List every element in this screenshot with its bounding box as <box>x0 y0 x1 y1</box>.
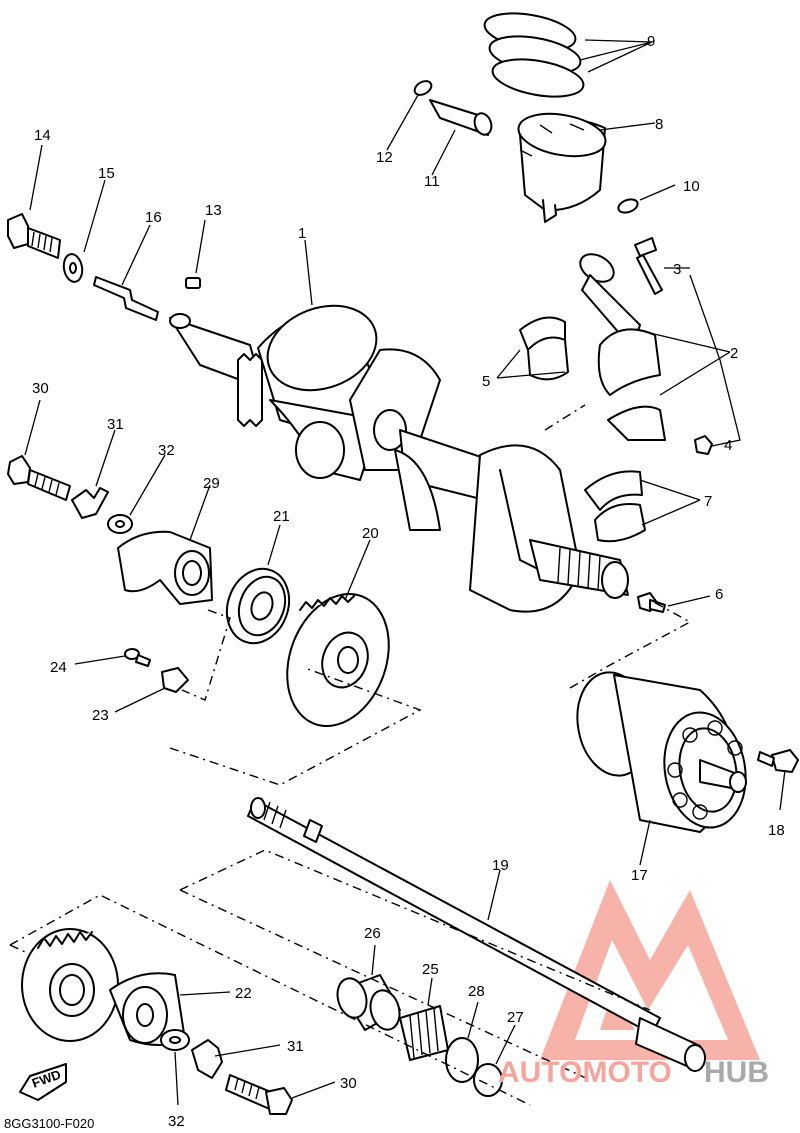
callout-14: 14 <box>34 127 51 144</box>
needle-bearing-25 <box>399 1005 449 1061</box>
callout-8: 8 <box>655 116 663 133</box>
lock-plate-23 <box>161 667 189 693</box>
balancer-gear-20 <box>286 593 390 727</box>
callout-2: 2 <box>730 345 738 362</box>
piston-pin-clip-12 <box>413 80 433 96</box>
callout-30b: 30 <box>340 1075 357 1092</box>
callout-16: 16 <box>145 209 162 226</box>
watermark-brand-b: HUB <box>704 1056 769 1089</box>
callout-17: 17 <box>631 867 648 884</box>
diagram-code: 8GG3100-F020 <box>4 1116 94 1131</box>
main-bearings-7 <box>584 470 646 543</box>
bolt-6 <box>637 592 666 613</box>
callout-21: 21 <box>273 508 290 525</box>
washer-15 <box>62 253 84 283</box>
callout-7: 7 <box>704 493 712 510</box>
callout-32b: 32 <box>168 1113 185 1130</box>
callout-26: 26 <box>364 925 381 942</box>
callout-28: 28 <box>468 983 485 1000</box>
callout-9: 9 <box>647 33 655 50</box>
callout-15: 15 <box>98 165 115 182</box>
fwd-arrow-icon: FWD <box>19 1063 67 1101</box>
piston <box>517 112 607 223</box>
bearing-housing-17 <box>576 671 747 833</box>
watermark-brand-a: AUTOMOTO <box>498 1056 672 1089</box>
bolt-30b <box>225 1074 293 1115</box>
bolt-30 <box>7 455 71 501</box>
washer-32 <box>107 514 133 534</box>
callout-22: 22 <box>235 985 252 1002</box>
washer-32b <box>160 1029 190 1051</box>
assembly-outlines <box>9 404 692 1106</box>
callout-29: 29 <box>203 475 220 492</box>
callout-12: 12 <box>376 149 393 166</box>
lock-washer-31 <box>71 487 109 519</box>
callout-24: 24 <box>50 659 67 676</box>
rod-bearings-5 <box>519 316 569 381</box>
bolt-18 <box>757 749 799 773</box>
callout-25: 25 <box>422 961 439 978</box>
woodruff-key-13 <box>185 277 201 289</box>
callout-23: 23 <box>92 707 109 724</box>
callout-6: 6 <box>715 586 723 603</box>
callout-10: 10 <box>683 178 700 195</box>
automotohub-logo <box>540 880 760 1060</box>
callout-32a: 32 <box>158 442 175 459</box>
callout-1: 1 <box>298 225 306 242</box>
plate-16 <box>93 276 159 321</box>
balancer-weight-29 <box>117 530 213 605</box>
rod-nut-4 <box>694 435 713 455</box>
balancer-shaft-19 <box>247 797 706 1072</box>
callout-5: 5 <box>482 373 490 390</box>
callout-13: 13 <box>205 202 222 219</box>
callout-11: 11 <box>424 173 440 190</box>
screw-24 <box>124 648 151 667</box>
callout-numbers: 1 2 3 4 5 6 7 8 9 10 11 12 13 14 15 16 1… <box>32 33 785 1130</box>
collar-26 <box>336 974 401 1031</box>
crank-bolt-14 <box>7 213 61 259</box>
drive-gear <box>21 928 119 1042</box>
circlip-28 <box>445 1037 479 1083</box>
callout-18: 18 <box>768 822 785 839</box>
callout-30a: 30 <box>32 380 49 397</box>
callout-4: 4 <box>724 437 732 454</box>
bearing-21 <box>225 567 291 645</box>
automotohub-wordmark: AUTOMOTO HUB <box>498 1056 769 1089</box>
balancer-weight-22 <box>109 972 186 1046</box>
lock-washer-31b <box>191 1039 223 1079</box>
connecting-rod <box>579 253 666 441</box>
piston-rings <box>483 12 585 98</box>
callout-19: 19 <box>492 857 509 874</box>
rod-bolt-3 <box>634 237 663 295</box>
callout-20: 20 <box>362 525 379 542</box>
callout-27: 27 <box>507 1009 524 1026</box>
piston-pin-clip-10 <box>617 198 639 214</box>
leader-lines <box>24 39 786 1106</box>
callout-3: 3 <box>673 261 681 278</box>
callout-31b: 31 <box>287 1038 304 1055</box>
callout-31a: 31 <box>107 416 124 433</box>
crankshaft <box>169 304 629 613</box>
washer-27 <box>473 1063 503 1097</box>
piston-pin <box>429 99 493 136</box>
